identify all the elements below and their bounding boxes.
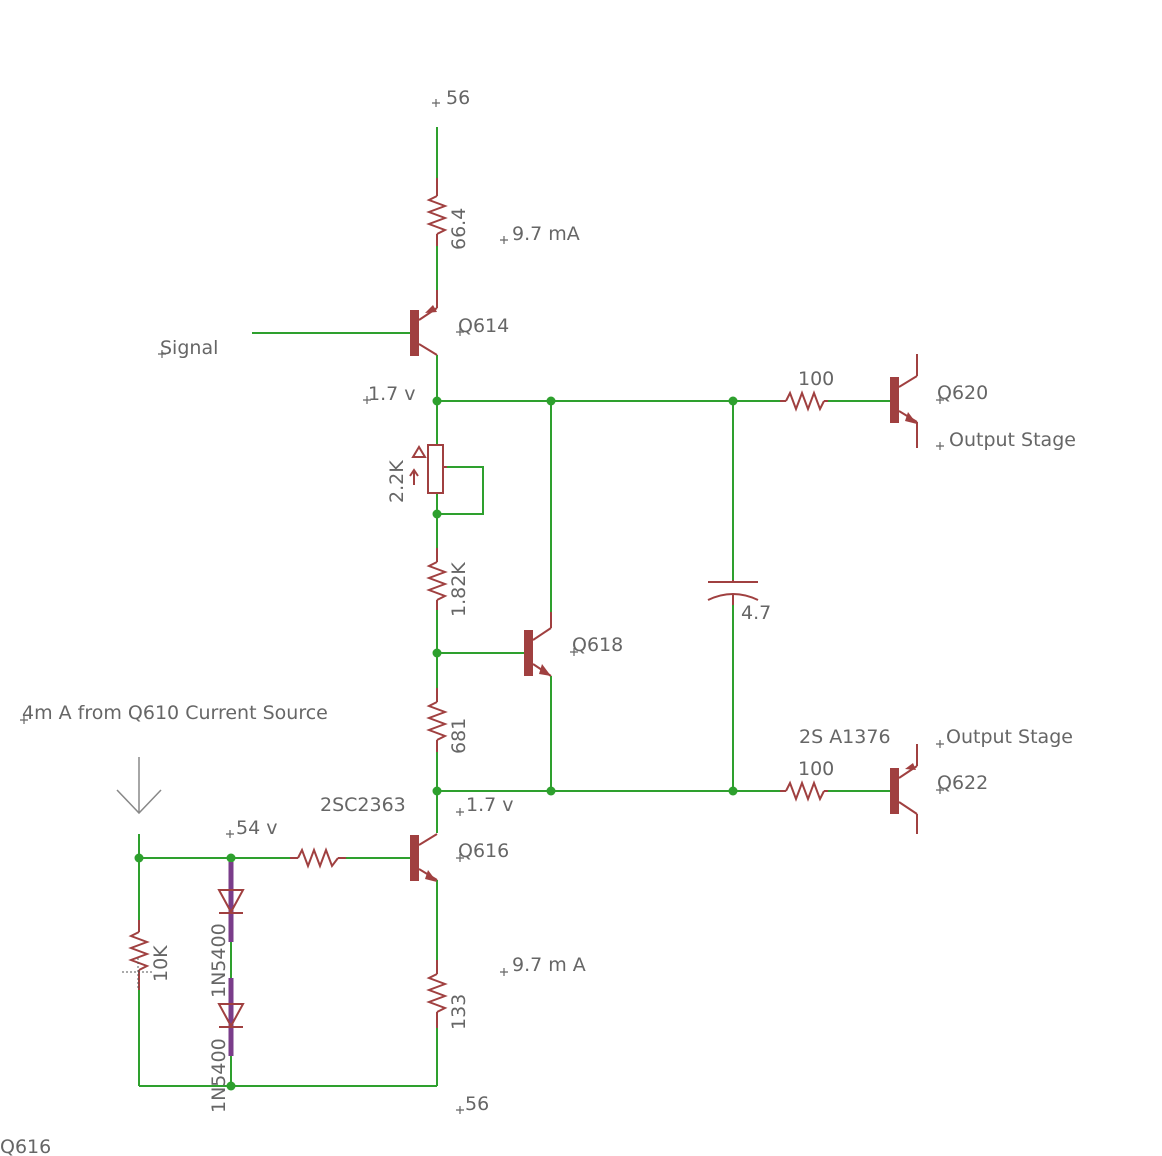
volt-54-label: 54 v bbox=[236, 817, 277, 839]
resistor-1-82k-label: 1.82K bbox=[448, 562, 470, 617]
volt-top-label: 1.7 v bbox=[368, 383, 416, 405]
corner-label: Q616 bbox=[0, 1136, 51, 1156]
resistor-100-bottom bbox=[780, 780, 828, 802]
current-top-label: 9.7 mA bbox=[512, 223, 580, 245]
potentiometer-2-2k bbox=[409, 444, 447, 494]
volt-bottom-label: 1.7 v bbox=[466, 794, 514, 816]
transistor-q618 bbox=[524, 612, 552, 677]
part-2sa1376-label: 2S A1376 bbox=[799, 726, 891, 748]
diode-top bbox=[217, 862, 245, 942]
q614-label: Q614 bbox=[458, 315, 509, 337]
origin-crosses bbox=[20, 99, 944, 1114]
current-source-label: 4m A from Q610 Current Source bbox=[22, 702, 328, 724]
capacitor-4-7 bbox=[707, 580, 759, 605]
resistor-10k bbox=[128, 920, 150, 990]
labels: 56 66.4 9.7 mA Q614 Signal 1.7 v 100 Q62… bbox=[0, 87, 1076, 1156]
resistor-66-4 bbox=[426, 178, 448, 246]
signal-label: Signal bbox=[160, 337, 218, 359]
current-bottom-label: 9.7 m A bbox=[512, 954, 586, 976]
part-2sc2363-label: 2SC2363 bbox=[320, 794, 406, 816]
resistor-681-label: 681 bbox=[448, 718, 470, 754]
wires bbox=[138, 127, 890, 1087]
junction-dots bbox=[134, 396, 738, 1091]
capacitor-label: 4.7 bbox=[741, 602, 771, 624]
resistor-1-82k bbox=[426, 548, 448, 610]
resistor-100-top bbox=[780, 390, 828, 412]
potentiometer-label: 2.2K bbox=[386, 460, 408, 503]
bottom-supply-label: 56 bbox=[465, 1093, 489, 1115]
transistor-q616 bbox=[410, 833, 438, 882]
q622-label: Q622 bbox=[937, 772, 988, 794]
diode-bottom-label: 1N5400 bbox=[208, 1038, 230, 1113]
transistor-q620 bbox=[890, 354, 918, 448]
resistor-base-q616 bbox=[290, 847, 346, 869]
current-source-arrow bbox=[116, 757, 162, 815]
resistor-10k-label: 10K bbox=[150, 945, 172, 982]
resistor-133 bbox=[426, 960, 448, 1028]
transistor-q614 bbox=[410, 290, 438, 356]
resistor-133-label: 133 bbox=[448, 994, 470, 1030]
transistor-q622 bbox=[890, 744, 918, 834]
resistor-100-top-label: 100 bbox=[798, 368, 834, 390]
resistor-681 bbox=[426, 688, 448, 752]
resistor-66-4-label: 66.4 bbox=[448, 208, 470, 250]
q618-label: Q618 bbox=[572, 634, 623, 656]
output-stage-top-label: Output Stage bbox=[949, 429, 1076, 451]
q620-label: Q620 bbox=[937, 382, 988, 404]
resistor-100-bottom-label: 100 bbox=[798, 758, 834, 780]
diode-top-label: 1N5400 bbox=[208, 923, 230, 998]
diode-bottom bbox=[217, 978, 245, 1056]
q616-label: Q616 bbox=[458, 840, 509, 862]
output-stage-bottom-label: Output Stage bbox=[946, 726, 1073, 748]
top-supply-label: 56 bbox=[446, 87, 470, 109]
